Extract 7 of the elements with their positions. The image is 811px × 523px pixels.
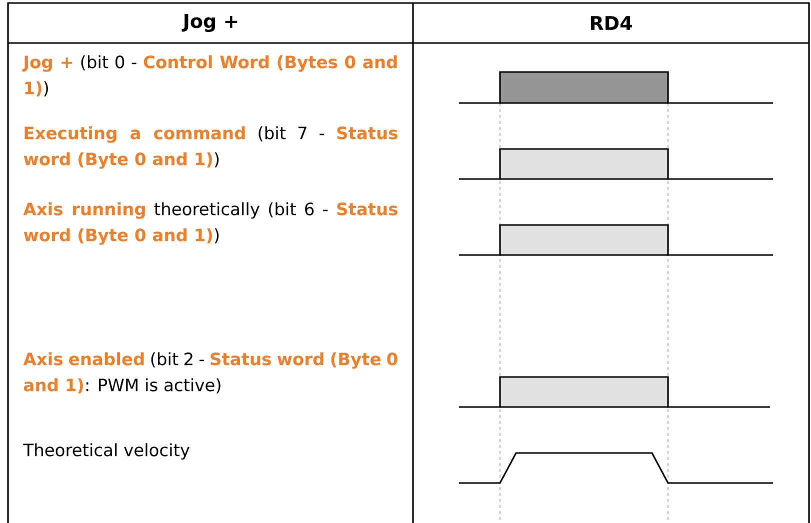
signal-description: Theoretical velocity — [23, 443, 190, 460]
column-header: RD4 — [590, 16, 632, 30]
signal-description: Jog + (bit 0 - Control Word (Bytes 0 and 1)) — [22, 55, 397, 96]
signal-description: Axis running theoretically (bit 6 - Status word (Byte 0 and 1)) — [23, 202, 398, 245]
column-header: Jog + — [182, 14, 238, 32]
signal-description: Executing a command (bit 7 - Status word (Byte 0 and 1)) — [24, 126, 398, 169]
signal-description: Axis enabled (bit 2 - Status word (Byte 0 and 1): PWM is active) — [23, 352, 398, 394]
